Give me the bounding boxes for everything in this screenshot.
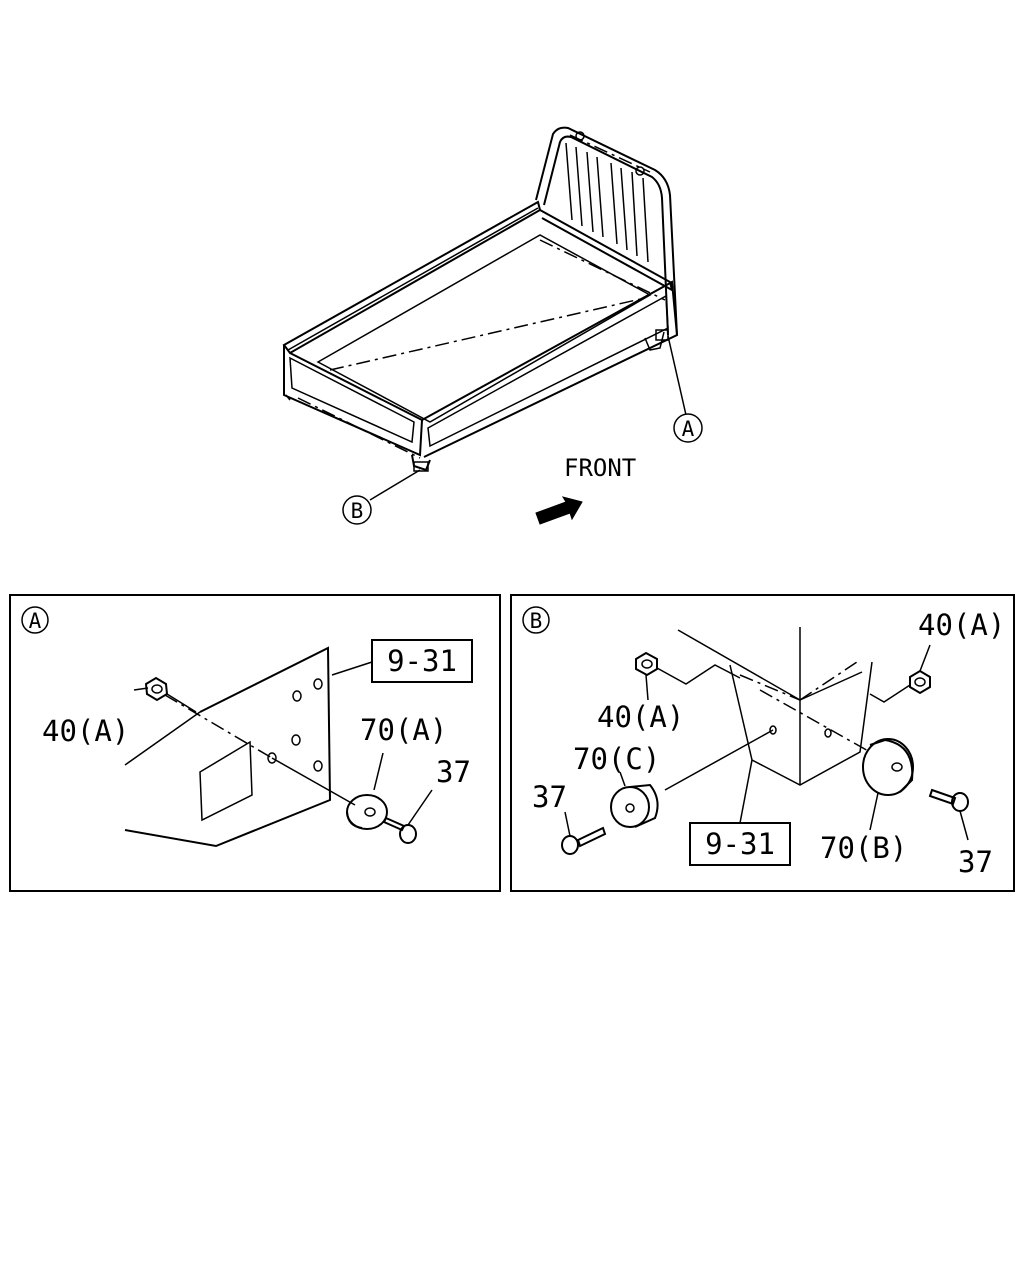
callout-a-text: A <box>682 417 695 441</box>
rubber-mount-b-icon <box>862 738 914 796</box>
detail-panel-a: A 9-31 <box>9 594 501 892</box>
rubber-mount-c-icon <box>610 783 659 828</box>
detail-panel-b: B <box>510 594 1015 892</box>
label-nut-left-40a: 40(A) <box>597 700 684 734</box>
label-mount-70b: 70(B) <box>820 831 907 865</box>
callout-b[interactable]: B <box>342 469 421 525</box>
label-bolt-left-37: 37 <box>532 780 567 814</box>
nut-left-icon <box>635 651 658 677</box>
panel-a-part-ref: 9-31 <box>387 644 457 678</box>
bolt-right-icon <box>928 788 969 812</box>
front-label: FRONT <box>564 454 636 482</box>
nut-right-icon <box>909 669 931 695</box>
rubber-mount-icon <box>346 794 388 830</box>
label-bolt-right-37: 37 <box>958 845 993 879</box>
truck-bed-illustration <box>282 126 679 472</box>
label-nut-40a: 40(A) <box>42 714 129 748</box>
panel-a-badge: A <box>29 609 42 633</box>
label-mount-70c: 70(C) <box>573 742 660 776</box>
panel-b-badge: B <box>530 609 543 633</box>
label-mount-70a: 70(A) <box>360 713 447 747</box>
callout-a[interactable]: A <box>667 335 703 443</box>
label-bolt-37: 37 <box>436 755 471 789</box>
front-arrow-icon <box>535 496 583 525</box>
callout-b-text: B <box>351 499 364 523</box>
nut-icon <box>144 676 169 702</box>
panel-b-part-ref: 9-31 <box>705 827 775 861</box>
bolt-icon <box>382 816 417 844</box>
label-nut-right-40a: 40(A) <box>918 608 1005 642</box>
